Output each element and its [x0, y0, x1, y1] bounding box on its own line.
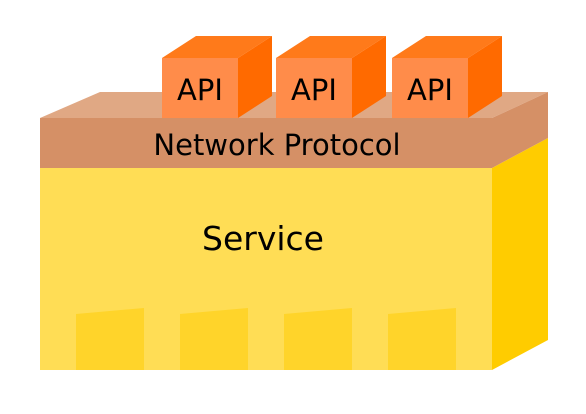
api-2-front [276, 58, 352, 118]
service-notch-2 [180, 308, 248, 370]
network-protocol-label: Network Protocol [153, 128, 400, 162]
api-3-side [468, 36, 502, 118]
api-label-3: API [407, 73, 453, 107]
service-notch-3 [284, 308, 352, 370]
service-notch-1 [76, 308, 144, 370]
api-label-2: API [291, 73, 337, 107]
api-1-front [162, 58, 238, 118]
api-1-top [162, 36, 272, 58]
service-notch-4 [388, 308, 456, 370]
protocol-front-face [40, 118, 492, 168]
api-2-side [352, 36, 386, 118]
api-block-3: API [392, 36, 502, 118]
api-3-front [392, 58, 468, 118]
api-block-1: API [162, 36, 272, 118]
api-1-side [238, 36, 272, 118]
service-block: Service [40, 138, 548, 370]
service-side-face [492, 138, 548, 370]
api-2-top [276, 36, 386, 58]
service-front-face [40, 168, 492, 370]
service-label: Service [202, 219, 324, 258]
api-3-top [392, 36, 502, 58]
protocol-side-face [492, 92, 548, 168]
api-block-2: API [276, 36, 386, 118]
api-label-1: API [177, 73, 223, 107]
